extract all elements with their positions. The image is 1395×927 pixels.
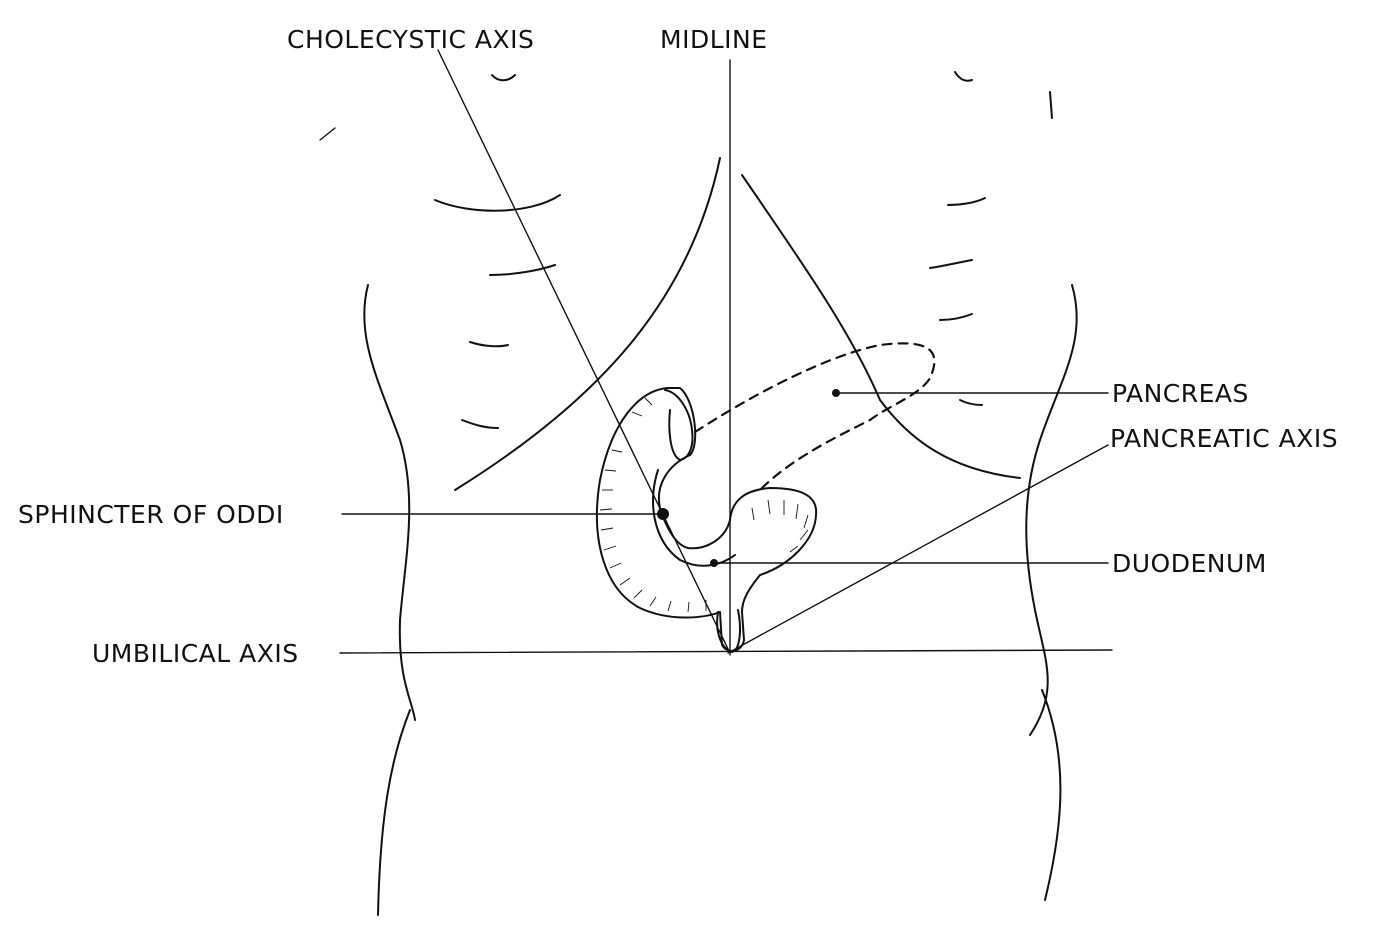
ampulla-tube bbox=[716, 609, 741, 653]
duodenum-dot bbox=[710, 559, 718, 567]
torso-right-hip bbox=[1041, 689, 1062, 901]
torso-left-contour bbox=[363, 284, 416, 721]
torso-left-hip bbox=[377, 709, 411, 916]
rib-right-1 bbox=[947, 197, 986, 206]
rib-right-2 bbox=[929, 259, 973, 269]
cholecystic-axis-line bbox=[437, 49, 731, 654]
rib-cage bbox=[319, 71, 1053, 491]
leaders bbox=[341, 389, 1109, 567]
clavicle-mark-right bbox=[954, 71, 973, 82]
axes bbox=[339, 49, 1113, 656]
costal-margin-left bbox=[454, 157, 721, 491]
label-duodenum: DUODENUM bbox=[1112, 549, 1267, 578]
torso-outline bbox=[363, 284, 1078, 916]
rib-left-2 bbox=[489, 264, 556, 276]
torso-right-contour bbox=[1025, 284, 1078, 736]
shoulder-mark-right bbox=[1049, 91, 1053, 119]
rib-left-3 bbox=[469, 341, 509, 348]
clavicle-mark-left bbox=[491, 74, 516, 82]
sphincter-dot bbox=[657, 508, 669, 520]
duodenum-outer-contour bbox=[596, 387, 818, 652]
umbilical-axis-line bbox=[339, 649, 1113, 654]
pancreas-dot bbox=[832, 389, 840, 397]
label-midline: MIDLINE bbox=[660, 25, 768, 54]
shoulder-mark-left bbox=[319, 127, 336, 141]
duodenum-shape bbox=[596, 387, 818, 653]
pancreas-outline bbox=[693, 342, 936, 492]
rib-right-4 bbox=[959, 399, 983, 406]
costal-margin-right bbox=[741, 174, 1021, 479]
labels: CHOLECYSTIC AXIS MIDLINE PANCREAS PANCRE… bbox=[18, 25, 1338, 668]
label-sphincter-of-oddi: SPHINCTER OF ODDI bbox=[18, 500, 284, 529]
label-umbilical-axis: UMBILICAL AXIS bbox=[92, 639, 299, 668]
rib-left-4 bbox=[461, 419, 499, 429]
pancreatic-axis-line bbox=[727, 444, 1109, 654]
rib-right-3 bbox=[939, 313, 973, 321]
label-cholecystic-axis: CHOLECYSTIC AXIS bbox=[287, 25, 534, 54]
rib-left-1 bbox=[434, 194, 561, 212]
label-pancreatic-axis: PANCREATIC AXIS bbox=[1110, 424, 1338, 453]
duodenum-hatching bbox=[599, 397, 809, 613]
label-pancreas: PANCREAS bbox=[1112, 379, 1249, 408]
duodenum-upper-lumen bbox=[664, 389, 694, 461]
